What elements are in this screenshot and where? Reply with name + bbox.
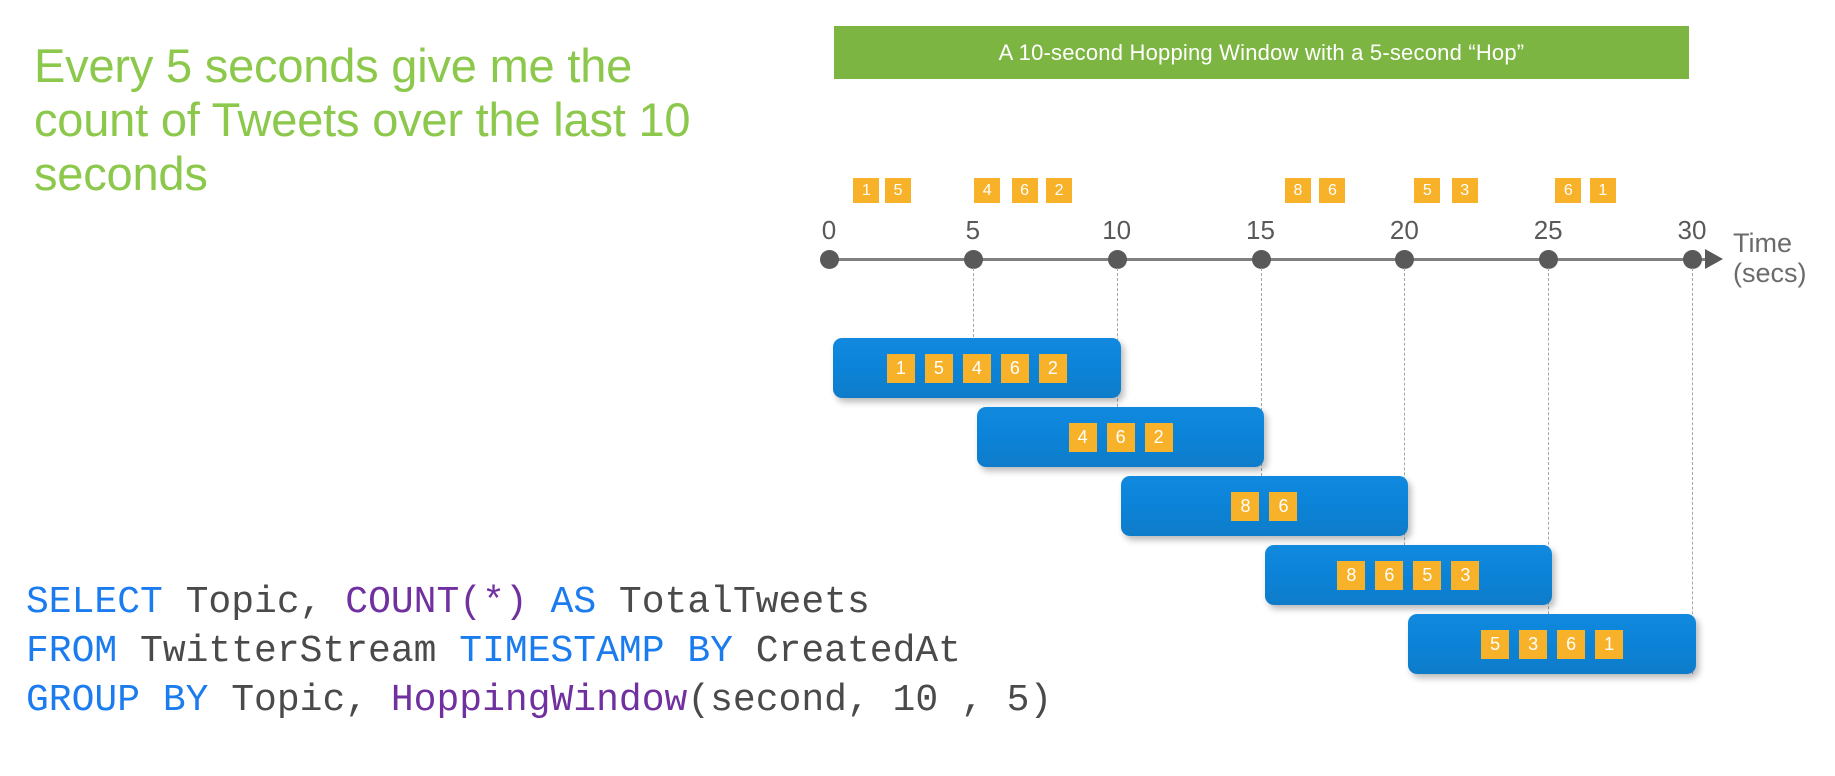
tick-label-5: 5 — [965, 215, 981, 245]
tick-dot-25 — [1539, 250, 1559, 269]
window-chip-window-0-10-1: 5 — [924, 353, 953, 383]
time-axis-label-line2: (secs) — [1733, 258, 1807, 289]
time-axis-label-line1: Time — [1733, 228, 1792, 258]
guide-line-30s — [1692, 268, 1693, 674]
window-chip-window-15-25-2: 5 — [1413, 560, 1442, 590]
headline-text: Every 5 seconds give me the count of Twe… — [34, 42, 734, 204]
tick-label-30: 30 — [1677, 215, 1707, 245]
sql-token-3-2: Topic, — [208, 679, 391, 723]
window-chip-window-0-10-3: 6 — [1000, 353, 1029, 383]
sql-token-2-2: TwitterStream — [117, 630, 460, 674]
banner: A 10-second Hopping Window with a 5-seco… — [834, 26, 1689, 79]
tick-label-15: 15 — [1246, 215, 1275, 245]
window-chip-window-15-25-1: 6 — [1375, 560, 1404, 590]
sql-token-1-1: SELECT — [26, 581, 163, 624]
sql-token-1-5: AS — [550, 581, 597, 624]
banner-title: A 10-second Hopping Window with a 5-seco… — [998, 39, 1525, 65]
tick-dot-10 — [1107, 250, 1127, 269]
tick-label-25: 25 — [1533, 215, 1563, 245]
sql-token-3-1: GROUP BY — [26, 679, 209, 723]
window-chip-window-0-10-0: 1 — [886, 353, 915, 383]
event-chip-2: 4 — [974, 178, 1001, 203]
window-chip-window-0-10-2: 4 — [962, 353, 991, 383]
tick-dot-30 — [1683, 250, 1702, 269]
event-chip-5: 8 — [1284, 178, 1311, 203]
sql-token-1-6: TotalTweets — [596, 581, 870, 624]
event-chip-4: 2 — [1046, 178, 1073, 203]
sql-token-1-3: COUNT(*) — [345, 581, 528, 624]
event-chip-1: 5 — [885, 178, 912, 203]
sql-line-2: FROM TwitterStream TIMESTAMP BY CreatedA… — [26, 627, 1052, 676]
window-chip-window-10-20-1: 6 — [1269, 491, 1298, 521]
event-chip-10: 1 — [1589, 178, 1616, 203]
guide-line-15s — [1260, 268, 1262, 536]
sql-token-2-3: TIMESTAMP BY — [459, 630, 733, 674]
sql-token-2-1: FROM — [26, 630, 118, 674]
tick-dot-20 — [1395, 250, 1415, 269]
tick-label-0: 0 — [821, 215, 837, 245]
sql-token-3-4: (second, 10 , 5) — [687, 679, 1053, 723]
window-chip-window-0-10-4: 2 — [1038, 353, 1067, 383]
tick-label-10: 10 — [1102, 215, 1132, 245]
window-chip-window-5-15-0: 4 — [1068, 422, 1097, 452]
event-chip-9: 6 — [1555, 178, 1582, 203]
sql-token-1-4 — [528, 581, 551, 624]
window-chip-window-15-25-0: 8 — [1337, 560, 1366, 590]
headline-line-2: count of Tweets over the last 10 — [34, 93, 691, 146]
sql-token-1-2: Topic, — [162, 581, 346, 624]
tick-dot-15 — [1251, 250, 1271, 269]
sql-token-2-4: CreatedAt — [732, 630, 961, 674]
window-chip-window-20-30-1: 3 — [1519, 629, 1548, 659]
time-axis-arrow-icon — [1705, 249, 1723, 269]
window-chip-window-5-15-2: 2 — [1144, 422, 1173, 452]
event-chip-7: 5 — [1414, 178, 1441, 203]
event-chip-0: 1 — [853, 178, 880, 203]
guide-line-5s — [972, 268, 974, 398]
window-chip-window-20-30-0: 5 — [1481, 629, 1510, 659]
headline-line-3: seconds — [34, 147, 208, 200]
sql-line-1: SELECT Topic, COUNT(*) AS TotalTweets — [26, 578, 1052, 627]
window-chip-window-20-30-3: 1 — [1595, 629, 1624, 659]
headline-line-1: Every 5 seconds give me the — [34, 39, 633, 92]
tick-dot-0 — [820, 250, 839, 269]
tick-dot-5 — [963, 250, 983, 269]
event-chip-8: 3 — [1451, 178, 1478, 203]
event-chip-6: 6 — [1319, 178, 1346, 203]
window-chip-window-15-25-3: 3 — [1451, 560, 1480, 590]
guide-line-20s — [1404, 268, 1406, 605]
tick-label-20: 20 — [1389, 215, 1419, 245]
sql-line-3: GROUP BY Topic, HoppingWindow(second, 10… — [26, 676, 1052, 725]
sql-token-3-3: HoppingWindow — [390, 679, 688, 723]
window-chip-window-5-15-1: 6 — [1106, 422, 1135, 452]
window-chip-window-20-30-2: 6 — [1557, 629, 1586, 659]
time-axis-label: Time (secs) — [1733, 228, 1807, 288]
guide-line-25s — [1548, 268, 1550, 674]
event-chip-3: 6 — [1011, 178, 1038, 203]
window-chip-window-10-20-0: 8 — [1231, 491, 1260, 521]
